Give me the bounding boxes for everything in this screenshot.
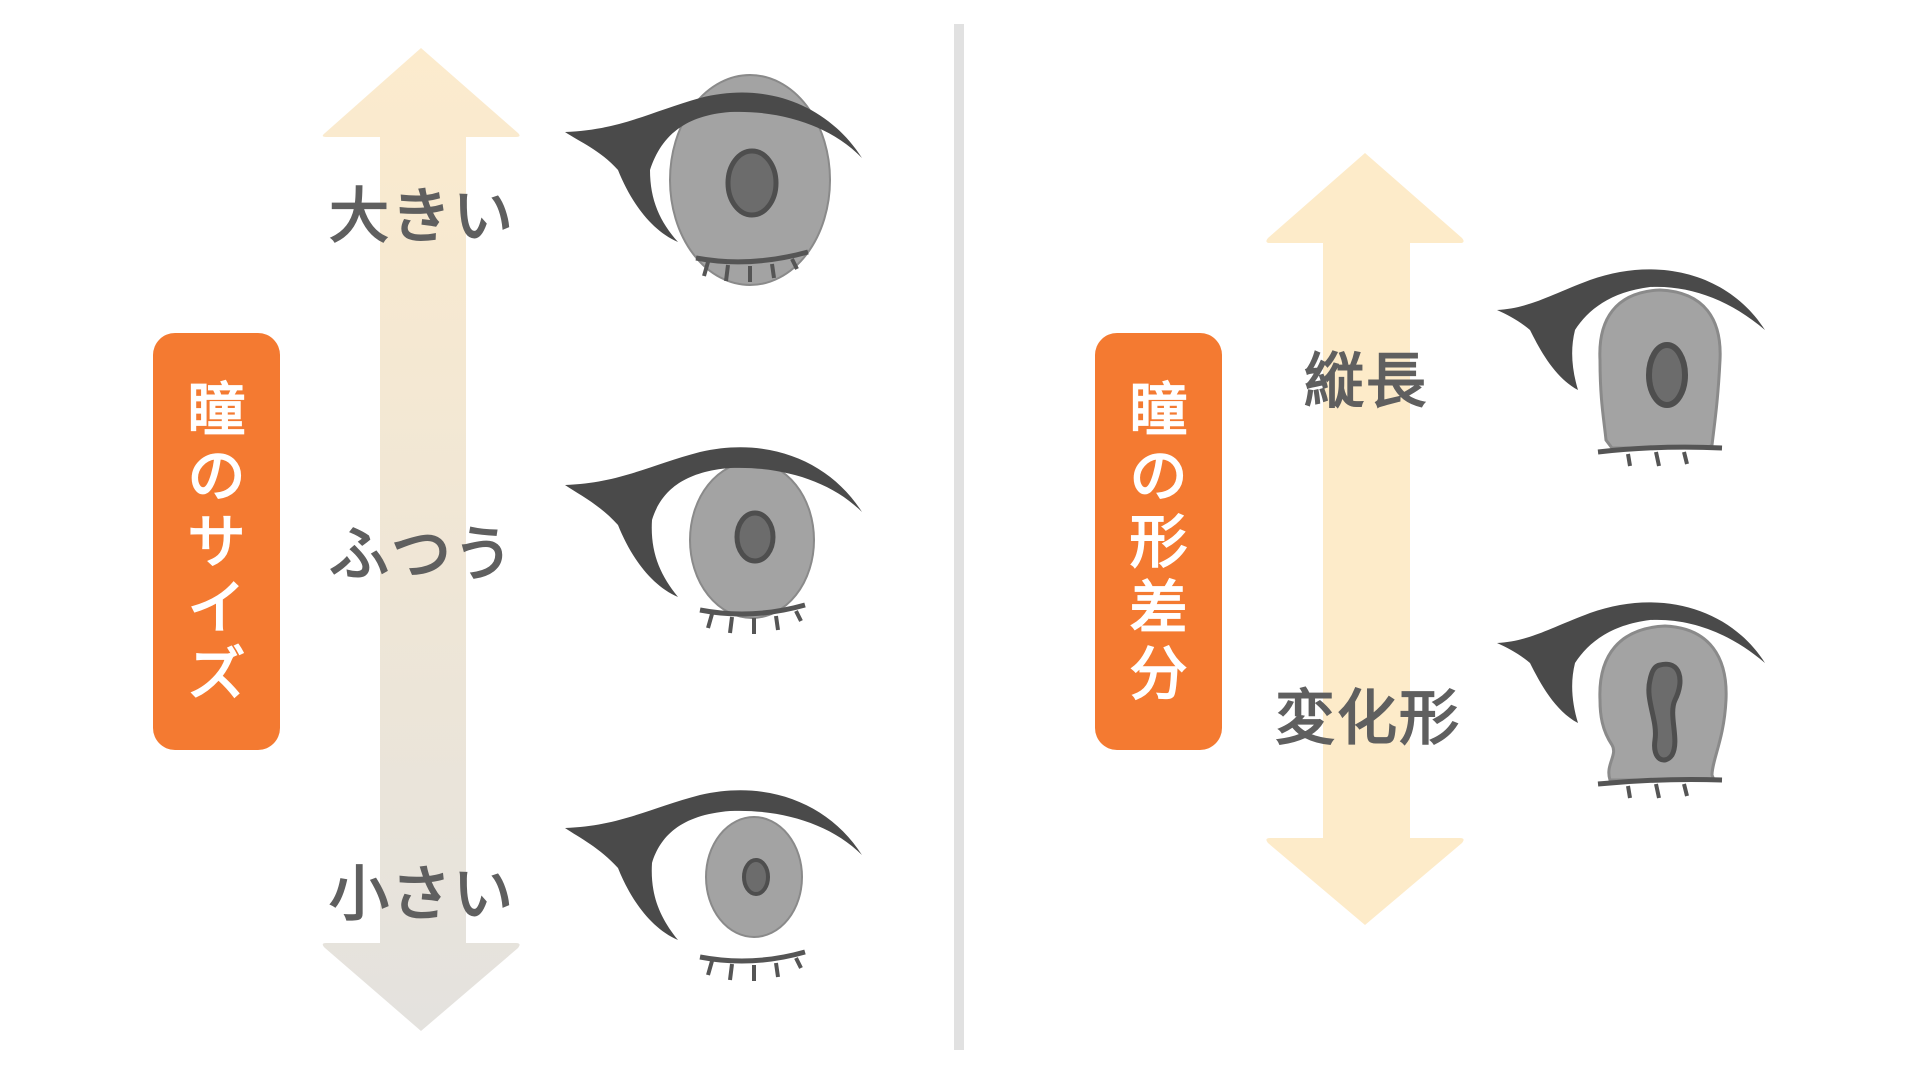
badge-char: 分 (1129, 639, 1188, 708)
pupil-shape-badge: 瞳 の 形 差 分 (1095, 333, 1222, 750)
label-vertical-long: 縦長 (1304, 347, 1428, 417)
badge-char: サ (187, 507, 246, 576)
vertical-long-eye (1497, 269, 1765, 467)
shape-double-arrow (1266, 153, 1464, 925)
pupil-size-badge: 瞳 の サ イ ズ (153, 333, 280, 750)
large-pupil-eye (565, 74, 862, 286)
label-large: 大きい (329, 182, 515, 252)
badge-char: 形 (1129, 507, 1188, 576)
small-pupil-eye (565, 790, 862, 981)
badge-char: 差 (1129, 573, 1188, 642)
label-normal: ふつう (329, 520, 515, 590)
medium-pupil-eye (565, 447, 862, 634)
label-small: 小さい (329, 860, 515, 930)
badge-char: 瞳 (1129, 375, 1188, 444)
deformed-eye (1497, 602, 1765, 799)
badge-char: 瞳 (187, 375, 246, 444)
label-deformed: 変化形 (1275, 684, 1461, 754)
size-double-arrow (322, 48, 520, 1031)
badge-char: の (1129, 441, 1188, 510)
badge-char: イ (187, 573, 246, 642)
panel-divider (954, 24, 964, 1050)
badge-char: の (187, 441, 246, 510)
badge-char: ズ (187, 639, 246, 708)
